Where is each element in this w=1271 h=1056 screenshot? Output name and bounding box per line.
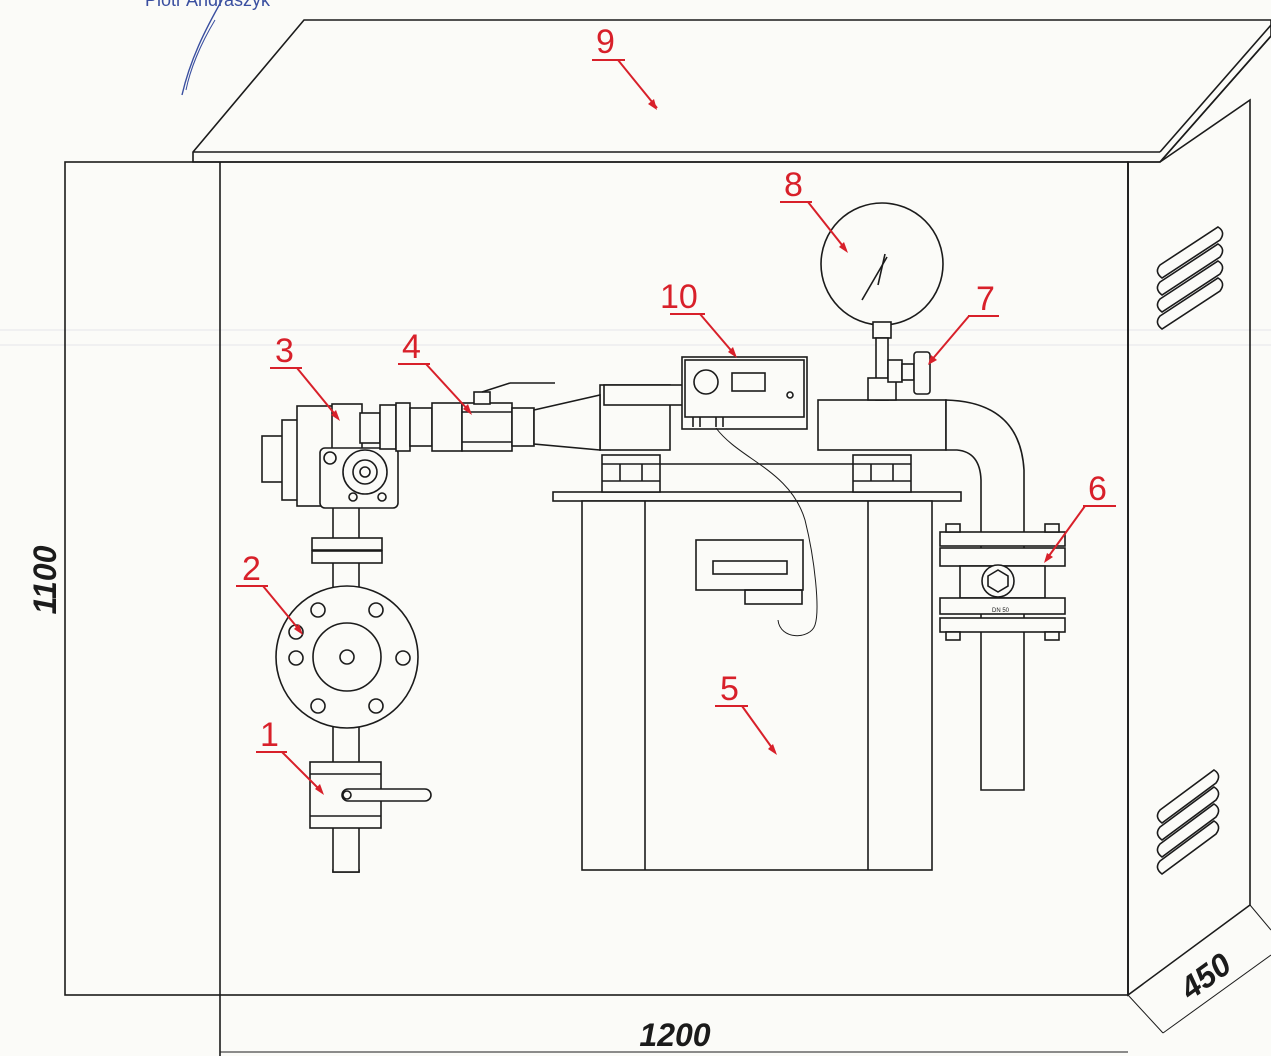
dimension-width: 1200 <box>220 1017 1128 1053</box>
pressure-regulator <box>261 402 463 509</box>
gas-meter <box>552 384 962 871</box>
filter-flange <box>275 585 419 729</box>
needle-valve <box>887 351 931 395</box>
dimension-depth: 450 <box>1127 904 1271 1034</box>
vent-louvers-bottom <box>1156 769 1220 875</box>
callout-10: 10 <box>660 278 737 358</box>
callout-5: 5 <box>715 670 777 755</box>
cabinet-side <box>1127 98 1251 997</box>
paper-ruling <box>0 329 1271 346</box>
dimension-height-label: 1100 <box>27 545 63 614</box>
svg-text:3: 3 <box>275 332 294 370</box>
callout-3: 3 <box>270 332 340 421</box>
signature: Piotr Andraszyk <box>145 0 271 96</box>
dimension-height: 1100 <box>27 170 66 995</box>
svg-text:10: 10 <box>660 278 698 316</box>
svg-text:5: 5 <box>720 670 739 708</box>
callout-6: 6 <box>1044 470 1116 563</box>
svg-text:4: 4 <box>402 328 421 366</box>
cabinet <box>64 19 1271 1056</box>
filter-marking: DN 50 <box>992 608 1010 614</box>
vent-louvers-top <box>1156 226 1224 330</box>
svg-text:1: 1 <box>260 716 279 754</box>
svg-text:8: 8 <box>784 166 803 204</box>
callout-4: 4 <box>398 328 472 415</box>
callout-2: 2 <box>236 550 303 635</box>
manometer <box>820 202 944 401</box>
outlet-filter: DN 50 <box>939 523 1066 641</box>
svg-text:7: 7 <box>976 280 995 318</box>
svg-text:2: 2 <box>242 550 261 588</box>
meter-counter-window <box>695 539 804 591</box>
inlet-ball-valve <box>309 761 432 829</box>
dimension-width-label: 1200 <box>639 1017 710 1053</box>
callout-8: 8 <box>780 166 848 253</box>
upper-ball-valve <box>461 382 601 452</box>
signature-text: Piotr Andraszyk <box>145 0 271 10</box>
callout-7: 7 <box>928 280 999 365</box>
callouts: 9 8 10 7 3 4 <box>236 23 1116 795</box>
callout-9: 9 <box>592 23 658 110</box>
callout-1: 1 <box>256 716 324 795</box>
roof <box>192 19 1271 163</box>
svg-text:9: 9 <box>596 23 615 61</box>
volume-corrector <box>681 356 818 637</box>
svg-text:6: 6 <box>1088 470 1107 508</box>
